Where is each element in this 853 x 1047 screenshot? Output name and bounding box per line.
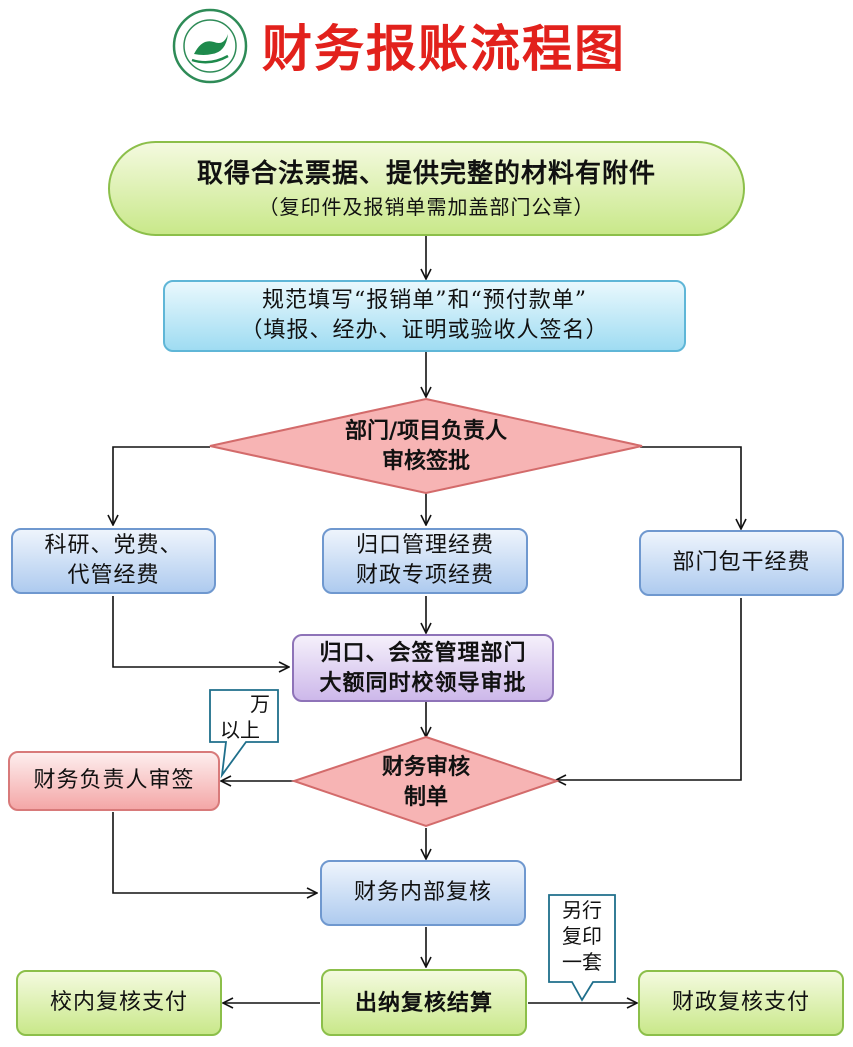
arrow-financehead-internal bbox=[112, 812, 316, 893]
step-obtain-receipts-main: 取得合法票据、提供完整的材料有附件 bbox=[196, 158, 656, 189]
decision-finance-review-line2: 制单 bbox=[403, 784, 448, 810]
step-leader-approval-line2: 大额同时校领导审批 bbox=[319, 670, 527, 696]
note-extra-copy-line3: 一套 bbox=[562, 950, 602, 974]
step-finance-head-sign: 财务负责人审签 bbox=[8, 751, 220, 811]
step-cashier-settlement-label: 出纳复核结算 bbox=[354, 989, 493, 1016]
branch-managed-funds: 归口管理经费 财政专项经费 bbox=[322, 528, 528, 594]
step-cashier-settlement: 出纳复核结算 bbox=[321, 969, 527, 1036]
step-internal-review: 财务内部复核 bbox=[320, 860, 526, 926]
note-extra-copy-line2: 复印 bbox=[562, 924, 602, 948]
arrow-left-approval bbox=[112, 596, 288, 667]
branch-dept-funds-line1: 部门包干经费 bbox=[672, 550, 811, 575]
note-over-ten-thousand: 万 以上 bbox=[212, 691, 276, 743]
decision-dept-approval: 部门/项目负责人 审核签批 bbox=[300, 416, 552, 476]
decision-finance-review: 财务审核 制单 bbox=[356, 752, 496, 812]
note-over-ten-thousand-line1: 万 bbox=[250, 692, 270, 716]
branch-research-funds-line2: 代管经费 bbox=[67, 563, 160, 588]
step-obtain-receipts-sub: （复印件及报销单需加盖部门公章） bbox=[258, 194, 595, 219]
note-wan-callout bbox=[209, 689, 279, 779]
branch-research-funds-line1: 科研、党费、 bbox=[44, 533, 183, 558]
step-pay-internal: 校内复核支付 bbox=[16, 970, 222, 1036]
step-fill-forms-sub: （填报、经办、证明或验收人签名） bbox=[240, 318, 609, 343]
school-seal-icon bbox=[172, 8, 248, 84]
step-leader-approval-line1: 归口、会签管理部门 bbox=[319, 640, 527, 666]
branch-research-funds: 科研、党费、 代管经费 bbox=[11, 528, 216, 594]
step-leader-approval: 归口、会签管理部门 大额同时校领导审批 bbox=[292, 634, 554, 702]
branch-managed-funds-line1: 归口管理经费 bbox=[355, 533, 494, 558]
step-pay-finance: 财政复核支付 bbox=[638, 970, 844, 1036]
branch-dept-funds: 部门包干经费 bbox=[639, 530, 844, 596]
step-pay-finance-label: 财政复核支付 bbox=[671, 990, 810, 1015]
decision-diamond-1 bbox=[209, 397, 643, 495]
step-internal-review-label: 财务内部复核 bbox=[353, 880, 492, 905]
arrow-decision1-right bbox=[640, 446, 741, 528]
note-extra-copy-line1: 另行 bbox=[562, 898, 602, 922]
step-fill-forms: 规范填写“报销单”和“预付款单” （填报、经办、证明或验收人签名） bbox=[163, 280, 686, 352]
note-copy-callout bbox=[548, 894, 616, 1002]
step-fill-forms-main: 规范填写“报销单”和“预付款单” bbox=[262, 288, 587, 313]
decision-finance-review-line1: 财务审核 bbox=[381, 754, 470, 780]
page-title: 财务报账流程图 bbox=[262, 20, 626, 78]
step-pay-internal-label: 校内复核支付 bbox=[49, 990, 188, 1015]
school-logo bbox=[172, 8, 248, 84]
note-extra-copy: 另行 复印 一套 bbox=[550, 897, 614, 975]
decision-dept-approval-line1: 部门/项目负责人 bbox=[344, 418, 508, 444]
note-over-ten-thousand-line2: 以上 bbox=[220, 718, 260, 742]
arrow-decision1-left bbox=[113, 446, 210, 524]
step-finance-head-sign-label: 财务负责人审签 bbox=[33, 768, 195, 793]
step-obtain-receipts: 取得合法票据、提供完整的材料有附件 （复印件及报销单需加盖部门公章） bbox=[108, 141, 745, 236]
arrow-right-decision2 bbox=[557, 598, 742, 780]
decision-dept-approval-line2: 审核签批 bbox=[381, 448, 470, 474]
branch-managed-funds-line2: 财政专项经费 bbox=[355, 563, 494, 588]
decision-diamond-2 bbox=[290, 735, 561, 828]
